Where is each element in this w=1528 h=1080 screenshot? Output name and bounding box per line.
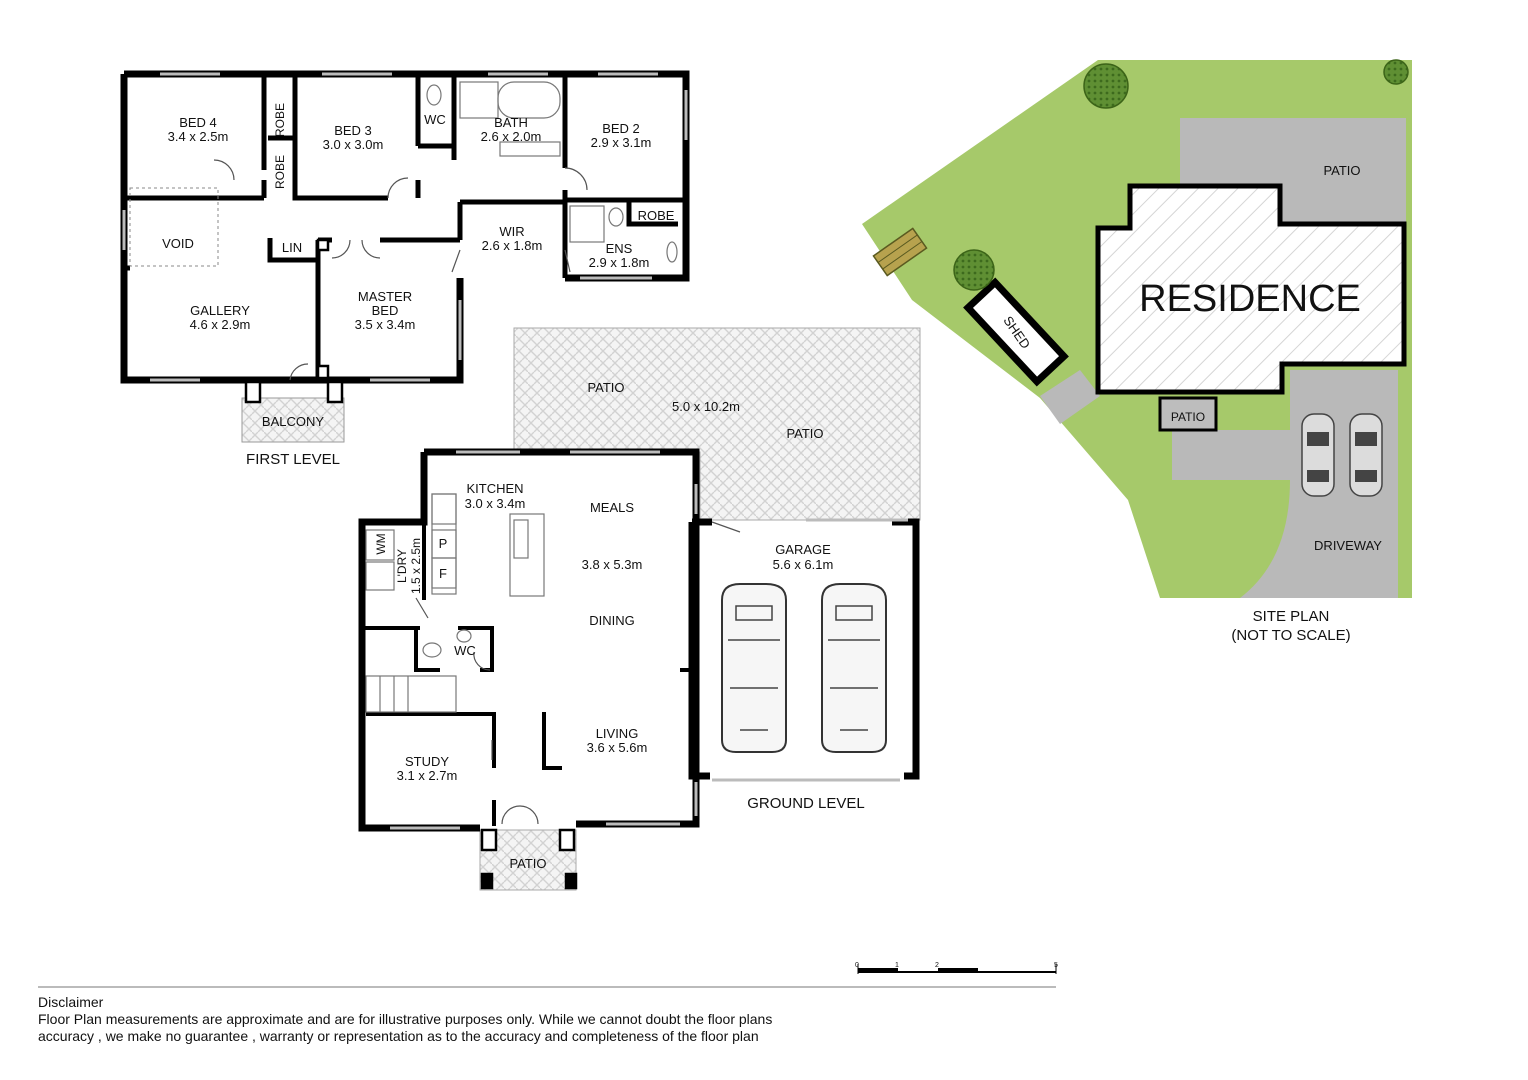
gallery-label: GALLERY (190, 303, 250, 318)
scale-tick-2: 2 (935, 962, 939, 969)
patio-size: 5.0 x 10.2m (672, 399, 740, 414)
site-front-patio-label: PATIO (1171, 410, 1205, 424)
dining-label: DINING (589, 613, 635, 628)
bed2-size: 2.9 x 3.1m (591, 135, 652, 150)
robe-ens-label: ROBE (638, 208, 675, 223)
bath-label: BATH (494, 115, 528, 130)
garage-label: GARAGE (775, 542, 831, 557)
scale-tick-0: 0 (855, 962, 859, 969)
bed3-label: BED 3 (334, 123, 372, 138)
lin-label: LIN (282, 240, 302, 255)
patio-label-b: PATIO (786, 426, 823, 441)
disclaimer-block: Disclaimer Floor Plan measurements are a… (38, 994, 1038, 1045)
master-label-1: MASTER (358, 289, 412, 304)
site-plan-title: SITE PLAN (1253, 608, 1330, 625)
first-level-plan: BED 4 3.4 x 2.5m BED 3 3.0 x 3.0m WC BAT… (120, 70, 690, 468)
site-plan-subtitle: (NOT TO SCALE) (1231, 627, 1350, 644)
front-patio-label: PATIO (509, 856, 546, 871)
ldry-label: L'DRY (395, 549, 409, 583)
ens-label: ENS (606, 241, 633, 256)
scale-tick-1: 1 (895, 962, 899, 969)
wc-ground-label: WC (454, 643, 476, 658)
garage-car-right (821, 583, 887, 753)
disclaimer-heading: Disclaimer (38, 994, 104, 1010)
patio-label-a: PATIO (587, 380, 624, 395)
driveway-car-right (1349, 413, 1383, 497)
living-label: LIVING (596, 726, 639, 741)
driveway-car-left (1301, 413, 1335, 497)
garage-car-left (721, 583, 787, 753)
tree-icon (953, 249, 995, 291)
bed2-label: BED 2 (602, 121, 640, 136)
tree-icon (1383, 59, 1409, 85)
void-label: VOID (162, 236, 194, 251)
pantry-label: P (439, 536, 448, 551)
robe-bed3-label: ROBE (273, 155, 287, 189)
scale-bar: 0 1 2 5 (855, 962, 1058, 974)
disclaimer-line-1: Floor Plan measurements are approximate … (38, 1011, 773, 1027)
balcony-area (241, 397, 345, 443)
ens-size: 2.9 x 1.8m (589, 255, 650, 270)
ldry-size: 1.5 x 2.5m (409, 538, 423, 594)
meals-size: 3.8 x 5.3m (582, 557, 643, 572)
shed-building (963, 277, 1069, 387)
scale-tick-5: 5 (1054, 962, 1058, 969)
disclaimer-line-2: accuracy , we make no guarantee , warran… (38, 1028, 759, 1044)
study-size: 3.1 x 2.7m (397, 768, 458, 783)
wm-label: WM (374, 533, 388, 554)
garden-bench (872, 227, 928, 277)
garage-size: 5.6 x 6.1m (773, 557, 834, 572)
bath-size: 2.6 x 2.0m (481, 129, 542, 144)
meals-label: MEALS (590, 500, 634, 515)
kitchen-label: KITCHEN (466, 481, 523, 496)
first-level-title: FIRST LEVEL (246, 451, 340, 468)
void-stair-outline (129, 187, 219, 267)
residence-label: RESIDENCE (1139, 278, 1361, 320)
site-rear-patio-label: PATIO (1323, 163, 1360, 178)
site-front-patio (1158, 396, 1218, 432)
residence-footprint (1095, 183, 1407, 395)
wc-upper-label: WC (424, 112, 446, 127)
living-size: 3.6 x 5.6m (587, 740, 648, 755)
ground-level-plan: PATIO 5.0 x 10.2m PATIO KITCHEN 3.0 x 3.… (358, 327, 921, 891)
rear-patio-area (513, 327, 921, 521)
balcony-label: BALCONY (262, 414, 324, 429)
study-label: STUDY (405, 754, 449, 769)
site-plan: PATIO RESIDENCE PATIO DRIVEWAY SHED SITE… (862, 59, 1412, 644)
driveway-label: DRIVEWAY (1314, 538, 1382, 553)
bed3-size: 3.0 x 3.0m (323, 137, 384, 152)
master-size: 3.5 x 3.4m (355, 317, 416, 332)
bed4-size: 3.4 x 2.5m (168, 129, 229, 144)
robe-bed4-label: ROBE (273, 103, 287, 137)
tree-icon (1083, 63, 1129, 109)
wir-label: WIR (499, 224, 524, 239)
fridge-label: F (439, 566, 447, 581)
ground-level-title: GROUND LEVEL (747, 795, 865, 812)
bed4-label: BED 4 (179, 115, 217, 130)
master-label-2: BED (372, 303, 399, 318)
wir-size: 2.6 x 1.8m (482, 238, 543, 253)
kitchen-size: 3.0 x 3.4m (465, 496, 526, 511)
gallery-size: 4.6 x 2.9m (190, 317, 251, 332)
